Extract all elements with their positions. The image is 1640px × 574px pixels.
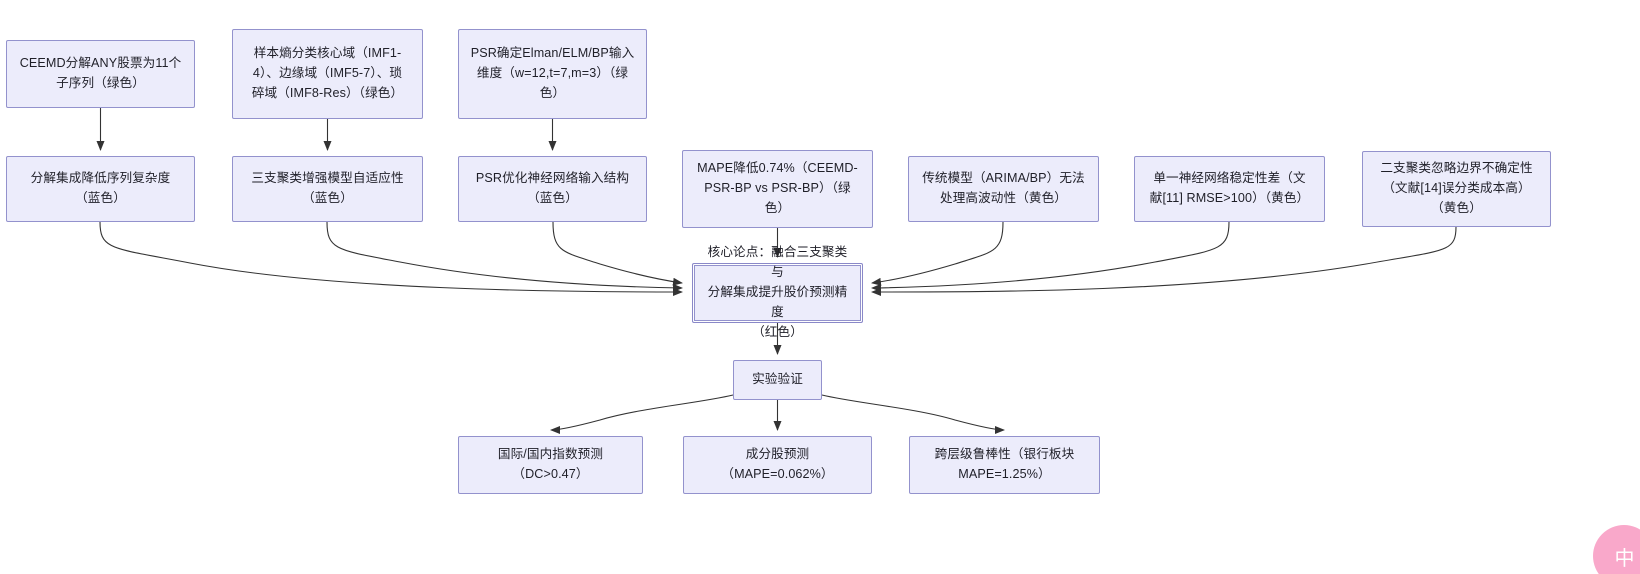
node-label: 传统模型（ARIMA/BP）无法 处理高波动性（黄色） [922,171,1085,205]
node-label: 单一神经网络稳定性差（文 献[11] RMSE>100）（黄色） [1149,171,1310,205]
edge-traditional-to-core [871,221,1004,286]
node-label: 二支聚类忽略边界不确定性 （文献[14]误分类成本高） （黄色） [1380,161,1533,215]
node-three-way-adaptive[interactable]: 三支聚类增强模型自适应性 （蓝色） [232,156,423,222]
node-label: 核心论点：融合三支聚类与 分解集成提升股价预测精度 （红色） [707,245,848,339]
node-core-thesis[interactable]: 核心论点：融合三支聚类与 分解集成提升股价预测精度 （红色） [692,245,863,339]
node-label: 成分股预测 （MAPE=0.062%） [721,447,834,481]
node-experiment[interactable]: 实验验证 [733,360,822,400]
node-constituent-forecast[interactable]: 成分股预测 （MAPE=0.062%） [683,436,872,494]
node-index-forecast[interactable]: 国际/国内指数预测 （DC>0.47） [458,436,643,494]
node-two-way-boundary[interactable]: 二支聚类忽略边界不确定性 （文献[14]误分类成本高） （黄色） [1362,151,1551,227]
node-reduce-complexity[interactable]: 分解集成降低序列复杂度 （蓝色） [6,156,195,222]
watermark-badge: 中 [1593,525,1640,574]
edge-adaptive-to-core [326,221,683,292]
node-label: 样本熵分类核心域（IMF1- 4）、边缘域（IMF5-7）、琐 碎域（IMF8-… [251,46,404,100]
node-traditional-limit[interactable]: 传统模型（ARIMA/BP）无法 处理高波动性（黄色） [908,156,1099,222]
node-label: 实验验证 [752,372,803,387]
node-label: CEEMD分解ANY股票为11个 子序列（绿色） [19,56,182,90]
edge-experiment-to-robust [821,394,1005,434]
node-label: 跨层级鲁棒性（银行板块 MAPE=1.25%） [934,447,1075,481]
watermark-label: 中 [1614,545,1635,570]
node-label: PSR确定Elman/ELM/BP输入 维度（w=12,t=7,m=3）（绿 色… [470,46,635,100]
node-label: 分解集成降低序列复杂度 （蓝色） [30,171,171,205]
node-mape-improvement[interactable]: MAPE降低0.74%（CEEMD- PSR-BP vs PSR-BP）（绿 色… [682,150,873,228]
edge-experiment-to-index [550,394,734,434]
node-single-nn-unstable[interactable]: 单一神经网络稳定性差（文 献[11] RMSE>100）（黄色） [1134,156,1325,222]
edge-twoway-to-core [871,226,1457,296]
node-label: PSR优化神经网络输入结构 （蓝色） [475,171,630,205]
node-label: MAPE降低0.74%（CEEMD- PSR-BP vs PSR-BP）（绿 色… [697,161,858,215]
edge-singlenn-to-core [871,221,1230,292]
node-sample-entropy[interactable]: 样本熵分类核心域（IMF1- 4）、边缘域（IMF5-7）、琐 碎域（IMF8-… [232,29,423,119]
edge-reduce-to-core [99,221,683,296]
node-cross-level-robust[interactable]: 跨层级鲁棒性（银行板块 MAPE=1.25%） [909,436,1100,494]
node-label: 国际/国内指数预测 （DC>0.47） [497,447,604,481]
node-psr-dimension[interactable]: PSR确定Elman/ELM/BP输入 维度（w=12,t=7,m=3）（绿 色… [458,29,647,119]
edge-psropt-to-core [552,221,683,286]
node-psr-optimize[interactable]: PSR优化神经网络输入结构 （蓝色） [458,156,647,222]
node-label: 三支聚类增强模型自适应性 （蓝色） [251,171,404,205]
node-ceemd-decompose[interactable]: CEEMD分解ANY股票为11个 子序列（绿色） [6,40,195,108]
